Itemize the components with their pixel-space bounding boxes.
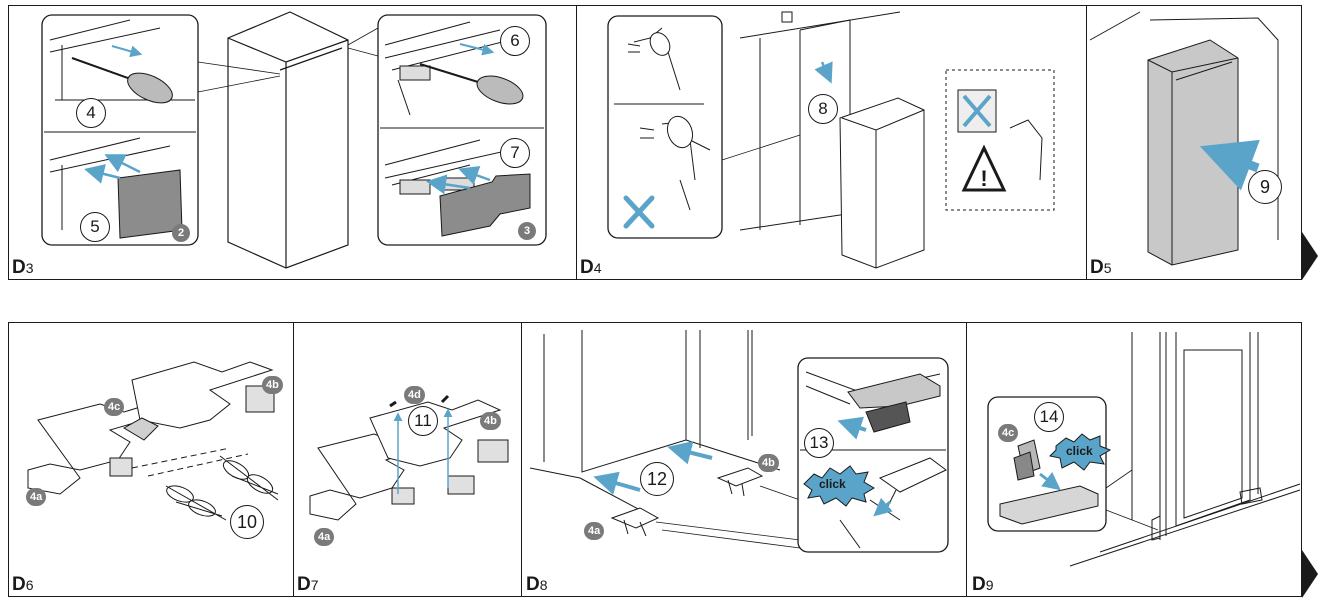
panel-label-d9: D9: [972, 575, 994, 594]
part-4d-badge-d7: 4d: [404, 386, 425, 404]
d5-fridge: [1089, 11, 1279, 266]
panel-label-d6: D6: [12, 575, 34, 594]
part-4a-badge-d7: 4a: [314, 528, 335, 546]
panel-label-d8: D8: [526, 575, 548, 594]
click-text-d8: click: [819, 477, 846, 491]
part-4b-badge-d6: 4b: [262, 376, 283, 394]
step-14-label: 14: [1034, 402, 1064, 432]
step-8-label: 8: [808, 94, 838, 124]
panel-letter: D: [1090, 257, 1104, 278]
d8-fridge: [529, 330, 801, 549]
panel-number: 7: [310, 577, 319, 593]
panel-letter: D: [580, 257, 594, 278]
step-6-label: 6: [500, 26, 530, 56]
panel-label-d7: D7: [297, 575, 319, 594]
part-2-badge: 2: [172, 224, 190, 242]
d8-inset: [797, 357, 949, 553]
part-4b-badge-d8: 4b: [758, 454, 779, 472]
step-11-label: 11: [408, 406, 438, 436]
warning-box: !: [945, 69, 1055, 211]
panel-number: 9: [985, 577, 994, 593]
d7-brackets: [309, 394, 509, 521]
d9-fridge: [1069, 332, 1301, 567]
next-arrow-bottom: [1302, 550, 1318, 598]
panel-label-d5: D5: [1090, 258, 1112, 277]
panel-number: 5: [1103, 260, 1112, 276]
screwdriver-icon-2: [419, 43, 524, 105]
click-callout-d8: [803, 465, 875, 507]
screwdriver-icon: [71, 45, 173, 104]
part-4c-badge-d6: 4c: [104, 398, 125, 416]
step-7-label: 7: [500, 138, 530, 168]
part-4a-badge-d8: 4a: [584, 522, 605, 540]
d4-plug-inset: [607, 15, 723, 239]
part-4b-badge-d7: 4b: [480, 412, 501, 430]
part-4a-badge-d6: 4a: [26, 488, 47, 506]
panel-letter: D: [12, 257, 26, 278]
step-5-label: 5: [80, 212, 110, 242]
panel-letter: D: [526, 574, 540, 595]
part-4c-badge-d9: 4c: [998, 424, 1019, 442]
panel-label-d3: D3: [12, 258, 34, 277]
part-3-badge: 3: [518, 222, 536, 240]
cabinet-illustration: [721, 11, 925, 269]
step-13-label: 13: [804, 428, 834, 458]
warning-icon: !: [980, 166, 987, 191]
panel-number: 6: [25, 577, 34, 593]
click-text-d9: click: [1066, 444, 1093, 458]
step-9-label: 9: [1248, 170, 1282, 204]
panel-number: 8: [539, 577, 548, 593]
panel-letter: D: [12, 574, 26, 595]
step-4-label: 4: [76, 98, 106, 128]
next-arrow-top: [1302, 232, 1318, 280]
panel-label-d4: D4: [580, 258, 602, 277]
panel-letter: D: [297, 574, 311, 595]
click-callout-d9: [1048, 433, 1112, 471]
step-12-label: 12: [640, 462, 674, 496]
cross-icon: [623, 195, 655, 229]
d6-brackets: [27, 361, 279, 521]
panel-letter: D: [972, 574, 986, 595]
panel-number: 3: [25, 260, 34, 276]
step-10-label: 10: [230, 505, 264, 539]
cover-piece-icon: [426, 165, 531, 237]
fridge-illustration: [197, 11, 379, 269]
panel-number: 4: [593, 260, 602, 276]
